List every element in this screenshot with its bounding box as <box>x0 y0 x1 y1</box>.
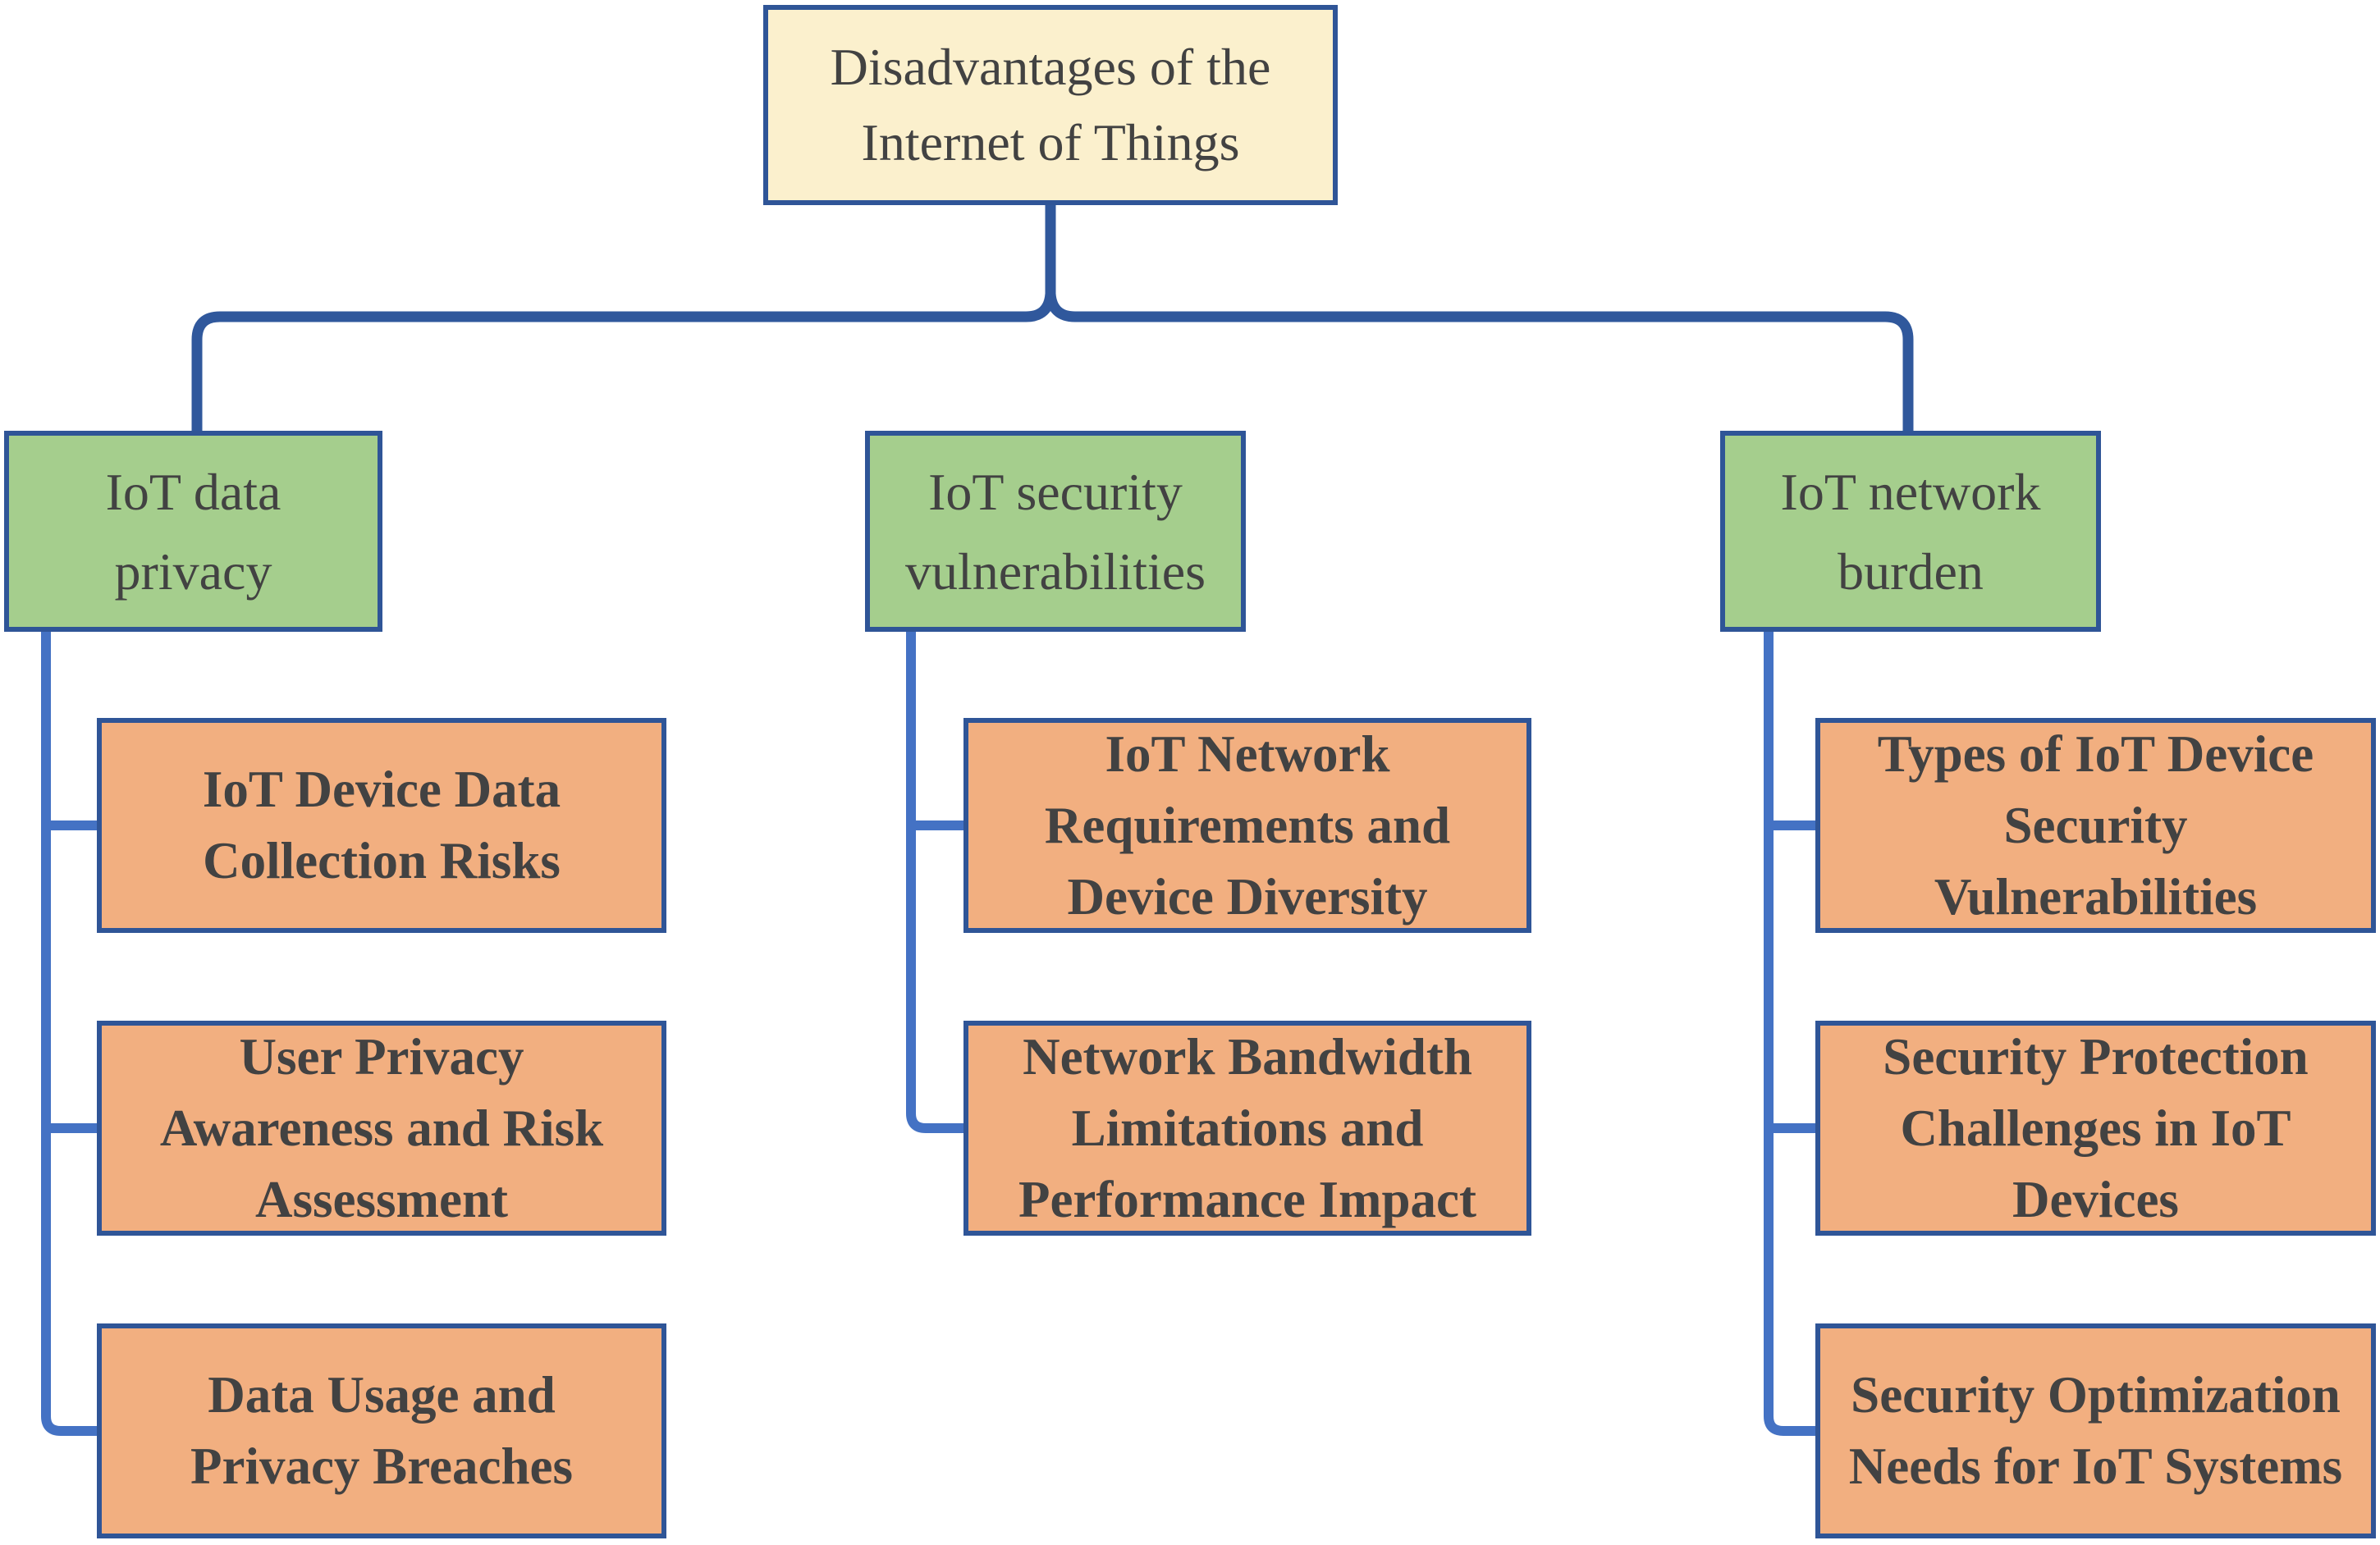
root-node: Disadvantages of the Internet of Things <box>763 5 1338 205</box>
leaf-node-label: Data Usage and Privacy Breaches <box>190 1366 573 1495</box>
leaf-node-label: Types of IoT Device Security Vulnerabili… <box>1877 725 2314 926</box>
branch-node-label: IoT security vulnerabilities <box>904 462 1206 601</box>
leaf-node-label: Security Protection Challenges in IoT De… <box>1883 1027 2309 1228</box>
branch-node-iot-network-burden: IoT network burden <box>1720 431 2101 632</box>
root-node-label: Disadvantages of the Internet of Things <box>830 38 1271 171</box>
branch-node-iot-security-vulnerabilities: IoT security vulnerabilities <box>865 431 1246 632</box>
root-brace-left-connector <box>191 205 1056 433</box>
middle-branch-trunk-connector <box>906 629 963 1133</box>
left-branch-trunk-connector <box>41 629 98 1436</box>
leaf-node-label: Security Optimization Needs for IoT Syst… <box>1848 1366 2343 1495</box>
leaf-node-security-optimization-needs: Security Optimization Needs for IoT Syst… <box>1815 1323 2376 1538</box>
right-branch-trunk-connector <box>1764 629 1815 1436</box>
leaf-node-bandwidth-limitations-performance: Network Bandwidth Limitations and Perfor… <box>963 1021 1531 1236</box>
leaf-node-label: IoT Device Data Collection Risks <box>202 761 561 889</box>
leaf-node-types-of-device-security-vulnerabilities: Types of IoT Device Security Vulnerabili… <box>1815 718 2376 933</box>
leaf-node-data-usage-privacy-breaches: Data Usage and Privacy Breaches <box>97 1323 666 1538</box>
leaf-node-user-privacy-awareness: User Privacy Awareness and Risk Assessme… <box>97 1021 666 1236</box>
leaf-node-device-data-collection-risks: IoT Device Data Collection Risks <box>97 718 666 933</box>
branch-node-label: IoT data privacy <box>105 462 281 601</box>
leaf-node-label: User Privacy Awareness and Risk Assessme… <box>159 1027 604 1228</box>
branch-node-label: IoT network burden <box>1780 462 2041 601</box>
leaf-node-label: Network Bandwidth Limitations and Perfor… <box>1018 1027 1477 1228</box>
branch-node-iot-data-privacy: IoT data privacy <box>4 431 382 632</box>
leaf-node-security-protection-challenges: Security Protection Challenges in IoT De… <box>1815 1021 2376 1236</box>
root-brace-right-connector <box>1045 205 1914 433</box>
leaf-node-network-requirements-device-diversity: IoT Network Requirements and Device Dive… <box>963 718 1531 933</box>
leaf-node-label: IoT Network Requirements and Device Dive… <box>1044 725 1451 926</box>
